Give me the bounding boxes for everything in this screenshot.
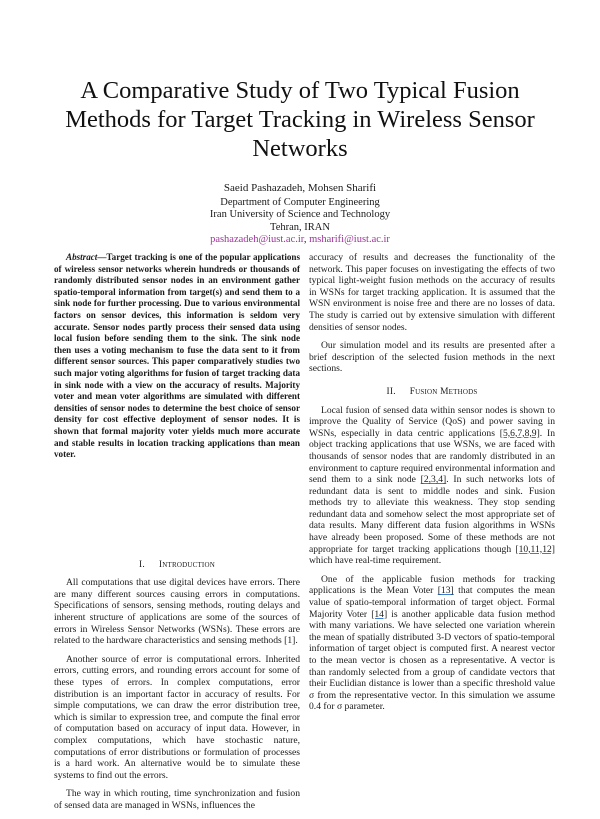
abstract-text: Target tracking is one of the popular ap… <box>54 252 300 460</box>
left-column: Abstract—Target tracking is one of the p… <box>54 252 300 819</box>
section-title: Fusion Methods <box>409 386 478 397</box>
fusion-paragraph-1: Local fusion of sensed data within senso… <box>309 405 555 567</box>
email-link-2[interactable]: msharifi@iust.ac.ir <box>309 234 390 245</box>
intro-paragraph-3: The way in which routing, time synchroni… <box>54 788 300 811</box>
intro-paragraph-2: Another source of error is computational… <box>54 653 300 781</box>
text-segment: which have real-time requirement. <box>309 555 442 567</box>
author-emails: pashazadeh@iust.ac.ir, msharifi@iust.ac.… <box>150 234 450 247</box>
abstract: Abstract—Target tracking is one of the p… <box>54 252 300 461</box>
intro-paragraph-1: All computations that use digital device… <box>54 577 300 647</box>
email-link-1[interactable]: pashazadeh@iust.ac.ir <box>210 234 304 245</box>
abstract-label: Abstract <box>66 252 98 262</box>
citation-link[interactable]: [10,11,12] <box>515 543 555 555</box>
paper-title: A Comparative Study of Two Typical Fusio… <box>65 77 535 162</box>
section-title: Introduction <box>158 559 215 570</box>
author-university: Iran University of Science and Technolog… <box>209 209 391 220</box>
author-department: Department of Computer Engineering <box>220 196 380 208</box>
citation-link[interactable]: [2,3,4] <box>420 474 447 486</box>
section-number: II. <box>386 386 396 397</box>
citation-link[interactable]: [13] <box>437 585 454 597</box>
email-separator: , <box>303 234 310 245</box>
citation-link[interactable]: [14] <box>371 608 388 620</box>
author-block: Saeid Pashazadeh, Mohsen Sharifi Departm… <box>150 182 450 247</box>
text-segment: One of the applicable fusion methods for… <box>309 573 555 597</box>
section-number: I. <box>139 559 145 570</box>
intro-paragraph-3-continued: accuracy of results and decreases the fu… <box>309 252 555 333</box>
citation-link[interactable]: [5,6,7,8,9] <box>499 427 540 439</box>
right-column: accuracy of results and decreases the fu… <box>309 252 555 720</box>
author-names: Saeid Pashazadeh, Mohsen Sharifi <box>223 182 377 194</box>
abstract-dash: — <box>97 252 107 262</box>
text-segment: that computes the mean value of spatio-t… <box>309 585 556 620</box>
text-segment: Local fusion of sensed data within senso… <box>309 404 555 439</box>
section-heading-fusion-methods: II. Fusion Methods <box>309 387 555 399</box>
author-location: Tehran, IRAN <box>270 221 330 233</box>
intro-paragraph-4: Our simulation model and its results are… <box>309 340 555 375</box>
section-heading-introduction: I. Introduction <box>54 560 300 572</box>
text-segment: . In object tracking applications that u… <box>309 427 556 486</box>
spacer <box>54 468 300 548</box>
text-segment: . In such networks lots of redundant dat… <box>309 474 555 555</box>
fusion-paragraph-2: One of the applicable fusion methods for… <box>309 574 555 713</box>
text-segment: is another applicable data fusion method… <box>309 608 556 713</box>
